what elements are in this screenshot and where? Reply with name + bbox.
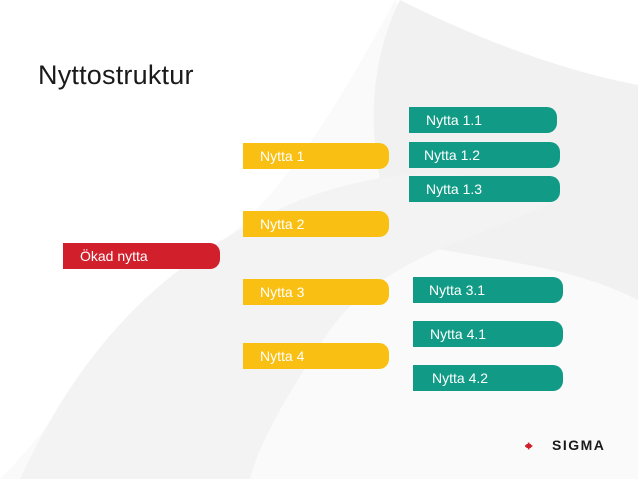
level2-node-label: Nytta 1.1 [426, 112, 483, 128]
level2-node: Nytta 1.3 [409, 176, 560, 202]
level1-node: Nytta 3 [243, 279, 389, 305]
sigma-logo-text: SIGMA [552, 437, 606, 453]
level2-node-label: Nytta 4.2 [432, 370, 489, 386]
sigma-plus-icon [525, 442, 533, 450]
level1-node-label: Nytta 4 [260, 348, 305, 364]
root-node-label: Ökad nytta [80, 248, 148, 264]
level1-node: Nytta 1 [243, 143, 389, 169]
level2-node: Nytta 4.1 [413, 321, 563, 347]
level2-node-label: Nytta 3.1 [429, 282, 486, 298]
level2-node-label: Nytta 1.3 [426, 181, 483, 197]
level2-node: Nytta 1.1 [409, 107, 557, 133]
level1-node: Nytta 2 [243, 211, 389, 237]
level2-node: Nytta 1.2 [409, 142, 560, 168]
level2-node-label: Nytta 4.1 [430, 326, 487, 342]
root-node: Ökad nytta [63, 243, 220, 269]
level1-node-label: Nytta 3 [260, 284, 305, 300]
level2-node-label: Nytta 1.2 [424, 147, 481, 163]
level1-node-label: Nytta 2 [260, 216, 305, 232]
level1-node-label: Nytta 1 [260, 148, 305, 164]
level2-node: Nytta 4.2 [413, 365, 563, 391]
level2-node: Nytta 3.1 [413, 277, 563, 303]
level1-node: Nytta 4 [243, 343, 389, 369]
page-title: Nyttostruktur [38, 60, 194, 90]
